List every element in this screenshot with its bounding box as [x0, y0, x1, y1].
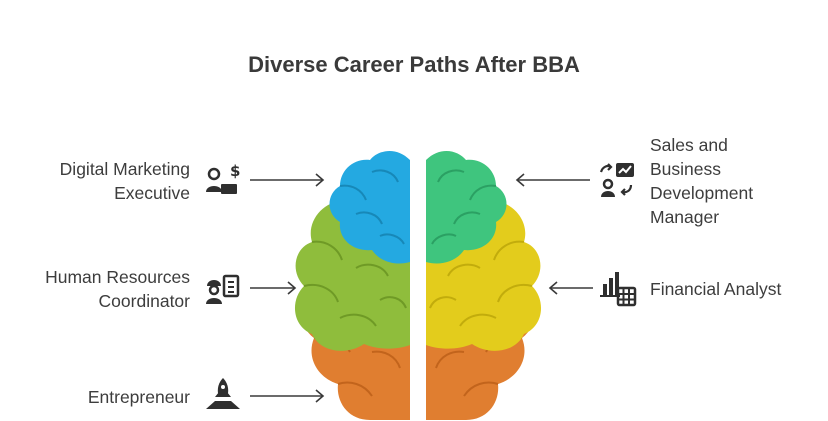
brain-left-blue-lobe	[329, 150, 410, 264]
career-label-sales-bd: Sales and Business Development Manager	[650, 133, 820, 229]
career-label-digital-marketing: Digital Marketing Executive	[20, 157, 190, 205]
arrow-entrepreneur	[250, 389, 325, 403]
career-label-entrepreneur: Entrepreneur	[20, 385, 190, 409]
arrow-sales-bd	[515, 173, 590, 187]
rocket-launch-icon	[206, 378, 240, 409]
brain-right-teal-lobe	[426, 150, 507, 264]
career-label-line: Financial Analyst	[650, 279, 782, 299]
career-label-line: Manager	[650, 207, 720, 227]
hr-clipboard-icon	[206, 274, 240, 304]
arrow-human-resources	[250, 281, 297, 295]
career-label-line: Entrepreneur	[87, 387, 190, 407]
diagram-title: Diverse Career Paths After BBA	[248, 52, 580, 77]
career-label-line: Executive	[114, 183, 190, 203]
career-label-financial-analyst: Financial Analyst	[650, 277, 825, 301]
career-label-line: Digital Marketing	[59, 159, 190, 179]
career-label-line: Development	[650, 183, 754, 203]
arrow-digital-marketing	[250, 173, 325, 187]
sales-growth-icon	[599, 163, 634, 197]
marketer-dollar-icon: $	[206, 162, 240, 194]
svg-text:$: $	[230, 162, 240, 180]
arrow-financial-analyst	[548, 281, 593, 295]
career-label-line: Business	[650, 159, 722, 179]
career-label-human-resources: Human Resources Coordinator	[10, 265, 190, 313]
career-label-line: Sales and	[650, 135, 728, 155]
career-label-line: Human Resources	[45, 267, 190, 287]
career-label-line: Coordinator	[98, 291, 190, 311]
bar-chart-calculator-icon	[600, 272, 637, 307]
